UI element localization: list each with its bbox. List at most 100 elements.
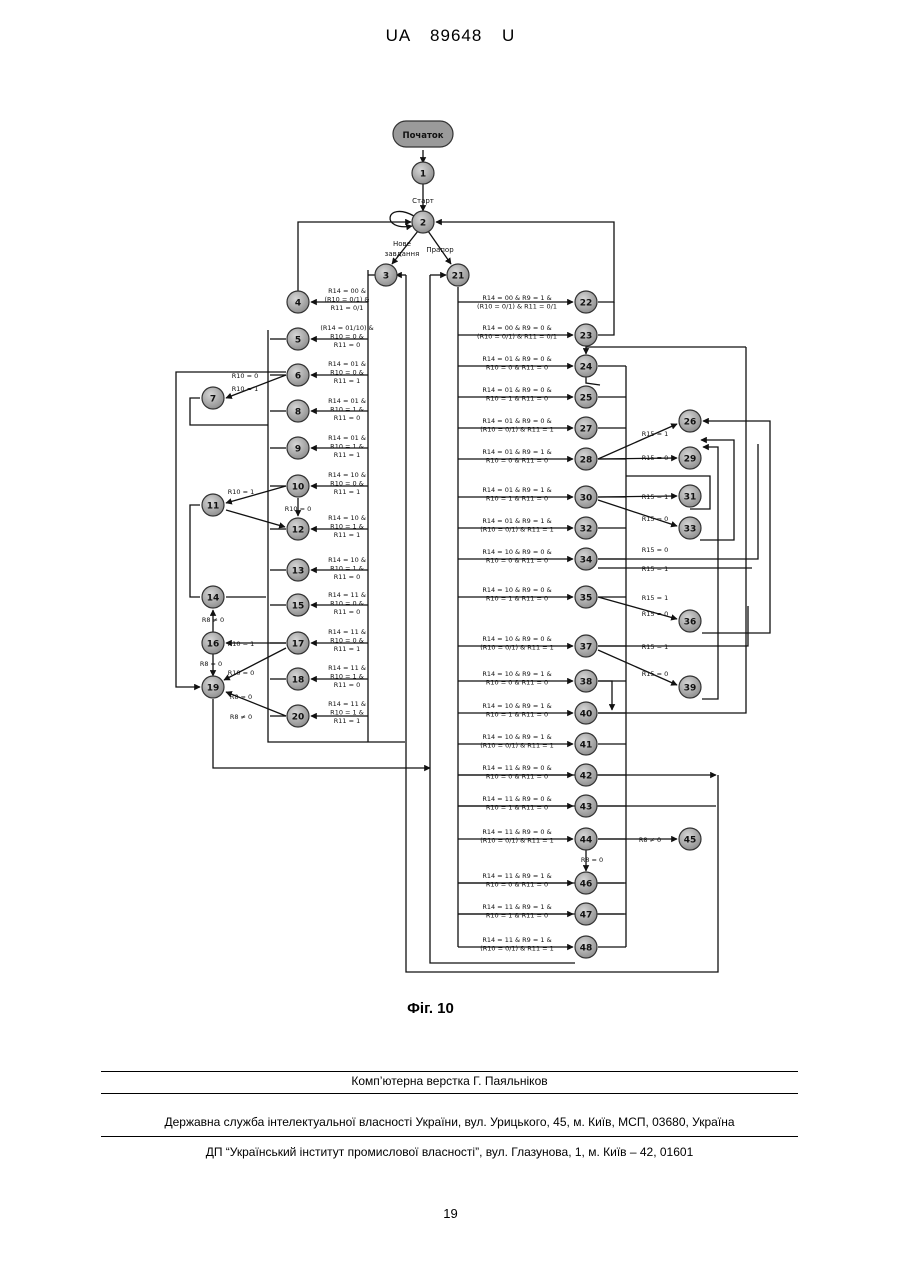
right-condition-label: R14 = 11 & R9 = 0 & [482,795,551,803]
state-node-label: 28 [580,456,593,466]
right-condition-label: R14 = 10 & R9 = 0 & [482,586,551,594]
typesetting-credit: Комп’ютерна верстка Г. Паяльніков [101,1074,798,1088]
left-condition-label: R11 = 1 [334,717,361,725]
edge-central-right [430,275,575,963]
transition-condition-label: R15 = 1 [642,594,669,602]
left-condition-label: R14 = 00 & [328,287,366,295]
edge-22-to-2 [436,222,614,302]
state-node-label: 40 [580,710,593,720]
edge-37-route [598,606,748,646]
transition-condition-label: R10 = 1 [228,488,255,496]
state-node-label: 15 [292,602,305,612]
left-condition-label: R10 = 1 & [330,565,364,573]
left-condition-label: R14 = 10 & [328,556,366,564]
institute-address: ДП “Український інститут промислової вла… [101,1145,798,1159]
right-condition-label: R10 = 0 & R11 = 0 [486,881,548,889]
left-condition-label: R11 = 1 [334,531,361,539]
right-condition-label: R14 = 01 & R9 = 1 & [482,486,551,494]
right-condition-label: R14 = 10 & R9 = 0 & [482,548,551,556]
transition-condition-label: R15 = 1 [642,565,669,573]
state-node-label: 34 [580,556,593,566]
right-condition-label: (R10 = 0/1) & R11 = 1 [480,526,554,534]
diagram-labels: СтартНовезавданняПрапорR14 = 00 &(R10 = … [200,197,668,953]
right-condition-label: R14 = 01 & R9 = 1 & [482,448,551,456]
right-condition-label: R10 = 1 & R11 = 0 [486,395,548,403]
state-node-label: 30 [580,494,593,504]
state-node-label: 19 [207,684,220,694]
right-condition-label: (R10 = 0/1) & R11 = 0/1 [477,333,557,341]
transition-condition-label: R10 = 0 [228,669,255,677]
start-terminal-label: Початок [402,131,443,141]
state-node-label: 47 [580,911,593,921]
transition-condition-label: R10 = 0 [285,505,312,513]
state-node-label: 11 [207,502,220,512]
diagram-edges [176,150,770,972]
transition-condition-label: R15 = 0 [642,610,669,618]
transition-condition-label: R15 = 0 [642,546,669,554]
right-condition-label: R10 = 1 & R11 = 0 [486,495,548,503]
left-condition-label: R11 = 0 [334,681,361,689]
transition-condition-label: R15 = 0 [642,454,669,462]
transition-condition-label: R10 = 1 [232,385,259,393]
state-node-label: 10 [292,483,305,493]
state-node-label: 20 [292,713,305,723]
right-condition-label: (R10 = 0/1) & R11 = 1 [480,426,554,434]
state-node-label: 35 [580,594,593,604]
right-condition-label: (R10 = 0/1) & R11 = 0/1 [477,303,557,311]
edge-2-self-loop [390,211,414,226]
left-condition-label: R10 = 0 & [330,333,364,341]
left-condition-label: R14 = 11 & [328,591,366,599]
edge-23-return [598,302,614,335]
right-condition-label: R10 = 0 & R11 = 0 [486,457,548,465]
state-node-label: 39 [684,684,697,694]
state-node-label: 7 [210,395,216,405]
state-node-label: 16 [207,640,220,650]
state-node-label: 4 [295,299,301,309]
right-condition-label: R10 = 1 & R11 = 0 [486,912,548,920]
agency-address: Державна служба інтелектуальної власност… [101,1115,798,1129]
transition-condition-label: R8 ≠ 0 [639,836,661,844]
right-condition-label: R10 = 1 & R11 = 0 [486,711,548,719]
left-condition-label: R10 = 0 & [330,480,364,488]
state-node-label: 45 [684,836,697,846]
right-condition-label: R14 = 11 & R9 = 1 & [482,936,551,944]
state-node-label: 36 [684,618,697,628]
figure-caption: Фіг. 10 [0,1000,861,1017]
right-condition-label: R14 = 11 & R9 = 0 & [482,764,551,772]
state-node-label: 46 [580,880,593,890]
right-condition-label: (R10 = 0/1) & R11 = 1 [480,644,554,652]
edge-top-to-24 [586,347,746,354]
edge-right-outer [598,347,746,713]
state-node-label: 14 [207,594,220,604]
edge-38-to-40 [598,681,612,710]
left-condition-label: R11 = 1 [334,645,361,653]
page-number: 19 [0,1206,901,1221]
footer-rule-middle [101,1093,798,1094]
state-node-label: 3 [383,272,389,282]
right-condition-label: R14 = 01 & R9 = 0 & [482,386,551,394]
state-node-label: 5 [295,336,301,346]
left-condition-label: R11 = 0/1 [331,304,364,312]
left-condition-label: R10 = 1 & [330,523,364,531]
footer-rule-bottom [101,1136,798,1137]
edge-11-link [190,505,200,597]
transition-condition-label: R15 = 1 [642,430,669,438]
left-condition-label: R14 = 01 & [328,434,366,442]
left-condition-label: R14 = 10 & [328,471,366,479]
state-node-label: 1 [420,170,426,180]
edge-33-to-29 [700,440,734,540]
left-condition-label: R11 = 0 [334,341,361,349]
start-edge-label: Старт [412,197,434,205]
state-node-label: 18 [292,676,305,686]
right-condition-label: R10 = 0 & R11 = 0 [486,679,548,687]
left-condition-label: R11 = 1 [334,377,361,385]
state-node-label: 13 [292,567,305,577]
state-node-label: 6 [295,372,301,382]
right-condition-label: R10 = 1 & R11 = 0 [486,804,548,812]
left-condition-label: R10 = 0 & [330,637,364,645]
left-condition-label: R11 = 0 [334,414,361,422]
state-node-label: 48 [580,944,593,954]
state-node-label: 25 [580,394,593,404]
left-condition-label: R10 = 1 & [330,406,364,414]
state-node-label: 27 [580,425,593,435]
